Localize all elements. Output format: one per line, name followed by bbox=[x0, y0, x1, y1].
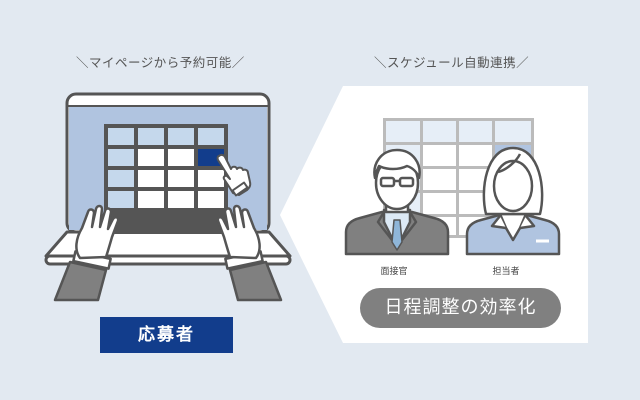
typing-hands-icon bbox=[53, 204, 283, 302]
pointing-hand-icon bbox=[216, 153, 252, 197]
sync-caption: ＼スケジュール自動連携／ bbox=[374, 55, 530, 70]
interviewer-label: 面接官 bbox=[380, 267, 408, 277]
staff-icon bbox=[465, 146, 561, 256]
calendar-grid-icon bbox=[104, 124, 228, 234]
staff-label: 担当者 bbox=[492, 267, 520, 277]
applicant-label: 応募者 bbox=[100, 317, 233, 353]
interviewer-icon bbox=[344, 148, 450, 256]
efficiency-badge: 日程調整の効率化 bbox=[360, 288, 561, 328]
applicant-caption: ＼マイページから予約可能／ bbox=[76, 55, 245, 70]
